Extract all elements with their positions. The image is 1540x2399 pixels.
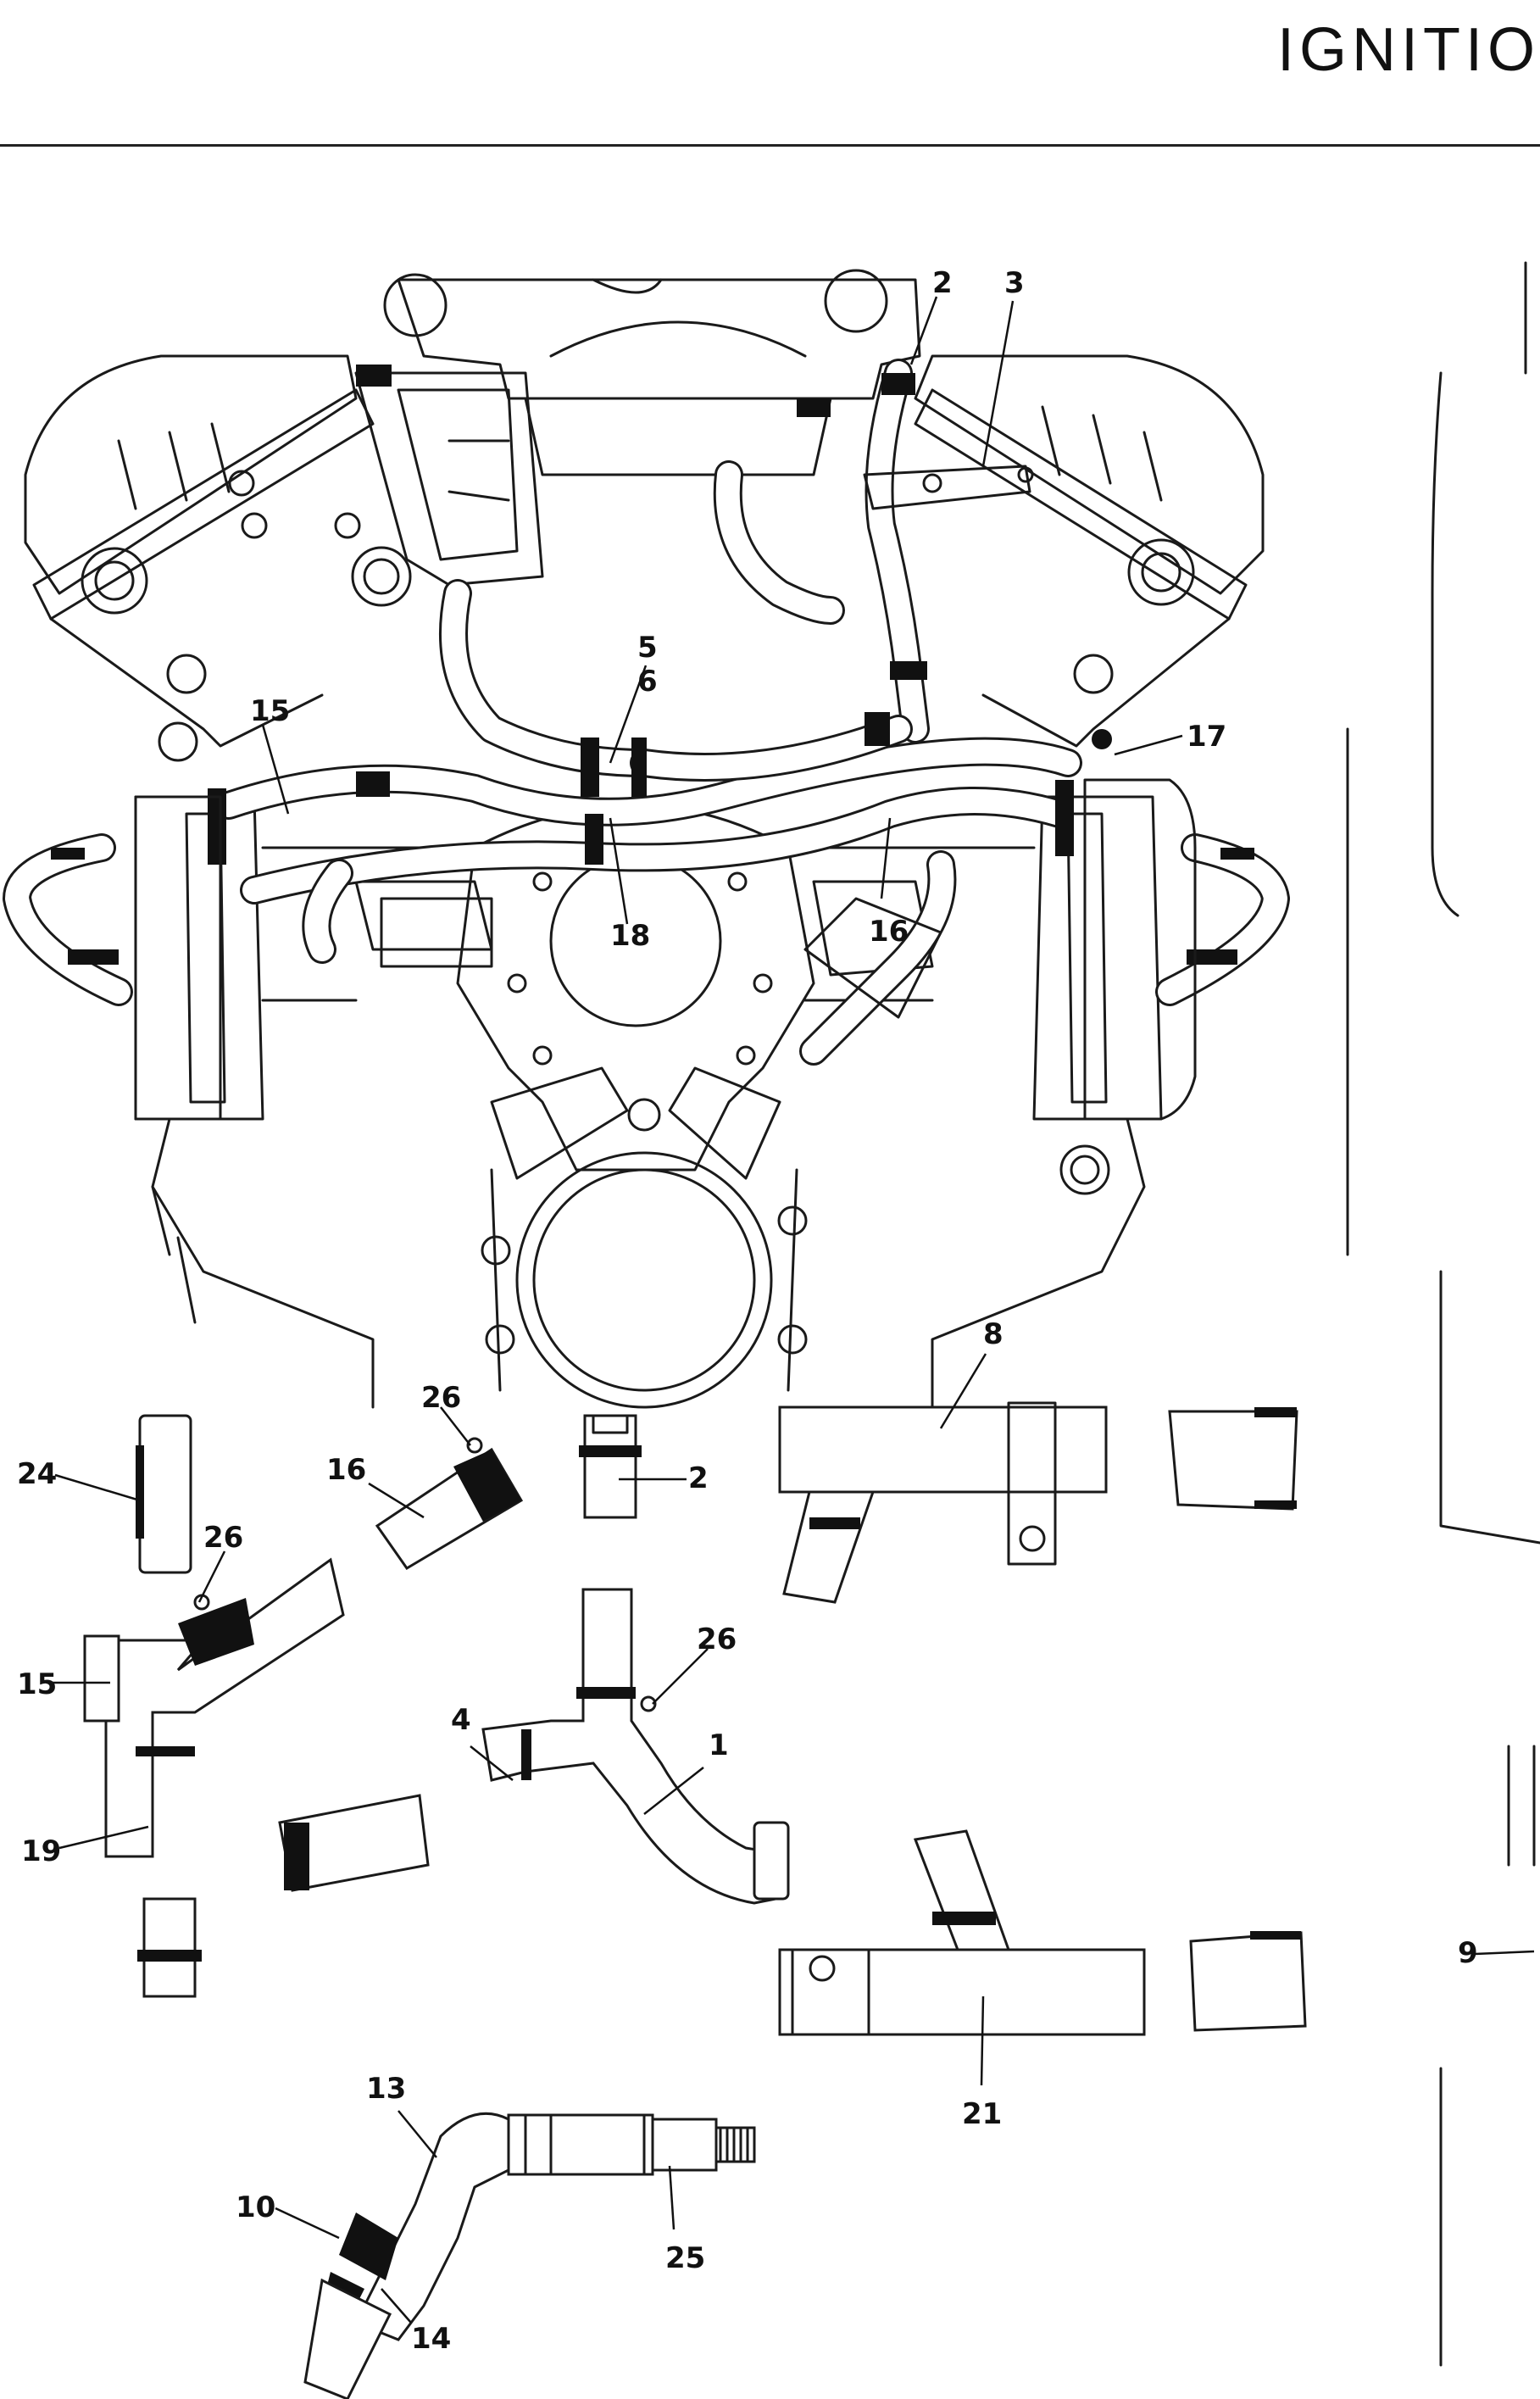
callout-2-mid: 2 [688, 1461, 709, 1495]
callout-10: 10 [236, 2190, 275, 2224]
callout-18: 18 [610, 919, 650, 953]
callout-14: 14 [411, 2322, 451, 2356]
engine-assembly [24, 261, 1540, 2367]
callout-15-top: 15 [250, 694, 290, 728]
callout-4: 4 [451, 1703, 471, 1737]
callout-15-mid: 15 [17, 1667, 57, 1701]
callout-6: 6 [637, 665, 658, 699]
engine-hoses [3, 359, 1290, 1121]
callout-19: 19 [21, 1834, 61, 1868]
loose-components [83, 1401, 1307, 2399]
callout-26-b: 26 [203, 1521, 243, 1555]
callout-9: 9 [1458, 1936, 1478, 1970]
callout-24: 24 [17, 1457, 57, 1491]
callout-13: 13 [366, 2072, 406, 2106]
header-rule [0, 144, 1540, 147]
callout-21: 21 [962, 2097, 1002, 2131]
callout-numbers: 2 3 5 6 15 17 16 18 8 26 24 16 2 26 15 2… [17, 266, 1478, 2356]
leader-lines [47, 296, 1535, 2324]
callout-26-c: 26 [697, 1623, 737, 1656]
callout-25: 25 [665, 2241, 705, 2275]
callout-17: 17 [1187, 720, 1226, 754]
callout-8: 8 [983, 1317, 1004, 1351]
callout-26-a: 26 [421, 1381, 461, 1415]
callout-2-top: 2 [932, 266, 953, 300]
callout-5: 5 [637, 631, 658, 665]
callout-3: 3 [1004, 266, 1025, 300]
callout-16-mid: 16 [326, 1453, 366, 1487]
callout-1: 1 [709, 1728, 729, 1762]
callout-16-top: 16 [869, 915, 909, 949]
section-title: IGNITIO [1277, 16, 1540, 84]
